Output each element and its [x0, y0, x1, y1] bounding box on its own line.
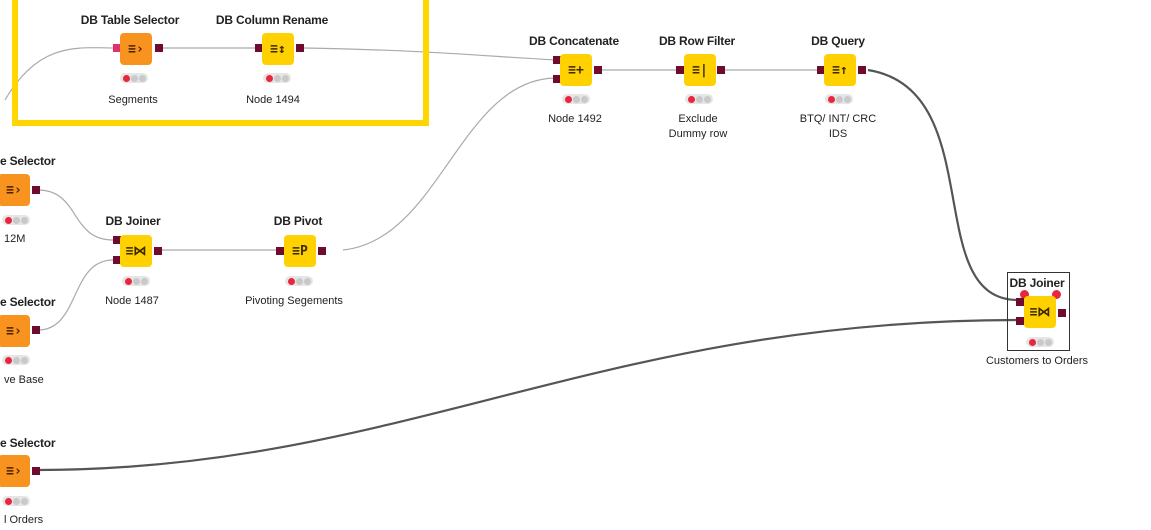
db-joiner-node[interactable]: ≡⋈	[1024, 296, 1056, 328]
db-table-selector-node[interactable]: ≡›	[120, 33, 152, 65]
node-title: DB Row Filter	[658, 34, 736, 48]
joiner-icon: ≡⋈	[125, 243, 147, 259]
db-row-filter-node[interactable]: ≡|	[684, 54, 716, 86]
output-port[interactable]	[32, 186, 40, 194]
output-port[interactable]	[1058, 309, 1066, 317]
db-table-selector-icon: ≡›	[6, 182, 22, 198]
node-label-line-1: BTQ/ INT/ CRC	[799, 113, 877, 125]
output-port[interactable]	[154, 247, 162, 255]
node-status-indicator	[120, 73, 148, 83]
warning-indicator-icon	[1052, 290, 1061, 299]
node-label: Node 1487	[105, 295, 159, 307]
workflow-annotation-box[interactable]	[12, 0, 429, 126]
node-title: e Selector	[0, 295, 56, 309]
output-port[interactable]	[155, 44, 163, 52]
concatenate-icon: ≡+	[568, 62, 584, 78]
input-port[interactable]	[1016, 298, 1024, 306]
node-title: e Selector	[0, 436, 56, 450]
output-port[interactable]	[717, 66, 725, 74]
node-label: Node 1492	[548, 113, 602, 125]
node-label: Segments	[108, 94, 158, 106]
node-status-indicator	[1026, 337, 1054, 347]
db-table-selector-icon: ≡›	[6, 463, 22, 479]
node-status-indicator	[285, 276, 313, 286]
column-rename-icon: ≡↕	[270, 41, 286, 57]
input-port[interactable]	[255, 44, 263, 52]
output-port[interactable]	[296, 44, 304, 52]
node-title: e Selector	[0, 154, 56, 168]
node-status-indicator	[2, 355, 30, 365]
output-port[interactable]	[32, 326, 40, 334]
db-query-node[interactable]: ≡↑	[824, 54, 856, 86]
node-status-indicator	[2, 215, 30, 225]
pivot-icon: ≡P	[292, 243, 308, 259]
joiner-icon: ≡⋈	[1029, 304, 1051, 320]
output-port[interactable]	[32, 467, 40, 475]
node-title: DB Joiner	[105, 214, 161, 228]
db-pivot-node[interactable]: ≡P	[284, 235, 316, 267]
node-title: DB Column Rename	[215, 13, 329, 27]
node-status-indicator	[685, 94, 713, 104]
output-port[interactable]	[858, 66, 866, 74]
input-port[interactable]	[553, 75, 561, 83]
input-port[interactable]	[113, 236, 121, 244]
node-title: DB Pivot	[273, 214, 323, 228]
node-title: DB Table Selector	[80, 13, 180, 27]
output-port[interactable]	[594, 66, 602, 74]
query-icon: ≡↑	[832, 62, 848, 78]
node-label-line-1: Exclude	[678, 113, 718, 125]
connection-edge	[302, 47, 556, 61]
node-label: Pivoting Segements	[245, 295, 343, 307]
input-port[interactable]	[276, 247, 284, 255]
node-title: DB Query	[811, 34, 865, 48]
node-status-indicator	[825, 94, 853, 104]
node-title: DB Joiner	[1009, 276, 1065, 290]
node-status-indicator	[263, 73, 291, 83]
node-label-line-2: Dummy row	[668, 128, 728, 140]
row-filter-icon: ≡|	[692, 62, 708, 78]
db-table-selector-node[interactable]: ≡›	[0, 455, 30, 487]
db-concatenate-node[interactable]: ≡+	[560, 54, 592, 86]
input-port[interactable]	[1016, 317, 1024, 325]
db-joiner-node[interactable]: ≡⋈	[120, 235, 152, 267]
node-label: ve Base	[4, 374, 44, 386]
node-status-indicator	[122, 276, 150, 286]
node-status-indicator	[2, 496, 30, 506]
connection-edge	[37, 189, 114, 241]
input-port[interactable]	[113, 256, 121, 264]
selected-node-frame	[1007, 272, 1070, 351]
input-port[interactable]	[817, 66, 825, 74]
node-label: 12M	[4, 233, 26, 245]
input-port[interactable]	[113, 44, 121, 52]
output-port[interactable]	[318, 247, 326, 255]
connection-edge	[867, 68, 1019, 302]
db-table-selector-icon: ≡›	[6, 323, 22, 339]
warning-indicator-icon	[1020, 290, 1029, 299]
input-port[interactable]	[676, 66, 684, 74]
node-title: DB Concatenate	[529, 34, 619, 48]
node-label: Node 1494	[246, 94, 300, 106]
connection-edge	[342, 77, 556, 251]
db-table-selector-node[interactable]: ≡›	[0, 315, 30, 347]
node-label-line-2: IDS	[828, 128, 848, 140]
db-column-rename-node[interactable]: ≡↕	[262, 33, 294, 65]
connection-edge	[37, 259, 114, 331]
node-label: Customers to Orders	[985, 355, 1089, 367]
db-table-selector-icon: ≡›	[128, 41, 144, 57]
node-status-indicator	[562, 94, 590, 104]
input-port[interactable]	[553, 56, 561, 64]
db-table-selector-node[interactable]: ≡›	[0, 174, 30, 206]
node-label: l Orders	[4, 514, 44, 526]
connection-edge	[37, 318, 1019, 472]
